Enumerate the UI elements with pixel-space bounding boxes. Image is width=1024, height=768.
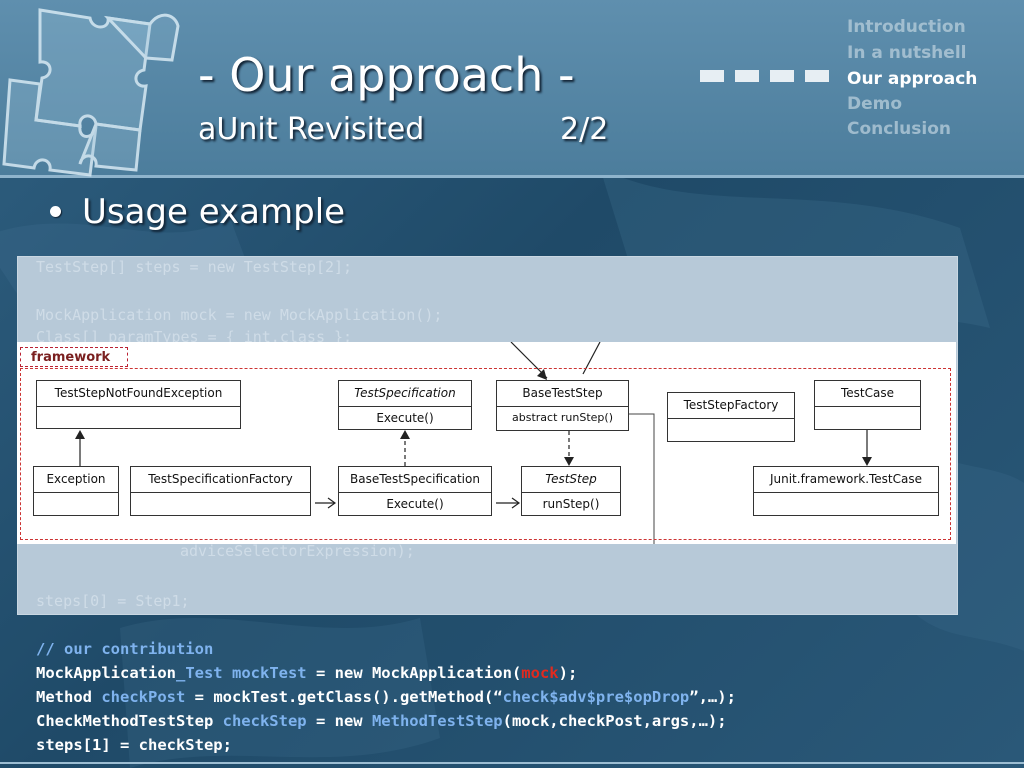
code-token: mock (521, 664, 559, 682)
package-frame (20, 368, 951, 540)
uml-class-junitTestCase: Junit.framework.TestCase (753, 466, 939, 516)
puzzle-logo-icon (2, 8, 180, 177)
class-name: TestSpecification (339, 381, 471, 407)
class-operation: abstract runStep() (512, 411, 613, 424)
class-name: Exception (34, 467, 118, 493)
code-token: = new (306, 712, 372, 730)
class-name: TestStepNotFoundException (37, 381, 240, 407)
footer-divider (0, 762, 1024, 764)
class-name: BaseTestSpecification (339, 467, 491, 493)
class-name: BaseTestStep (497, 381, 628, 407)
nav-item-our-approach[interactable]: Our approach (847, 69, 978, 89)
code-token: Method (36, 688, 102, 706)
uml-class-testSpecification: TestSpecification Execute() (338, 380, 472, 430)
code-line: Method checkPost = mockTest.getClass().g… (36, 685, 736, 709)
code-line: CheckMethodTestStep checkStep = new Meth… (36, 709, 736, 733)
code-line: Class[] paramTypes = { int.class }; (36, 328, 353, 346)
slide-title: - Our approach - (198, 48, 575, 102)
code-token: = mockTest.getClass().getMethod(“ (185, 688, 503, 706)
code-line: steps[0] = Step1; (36, 592, 190, 610)
code-token: (mock,checkPost,args,…); (502, 712, 727, 730)
code-token: MockApplication (36, 664, 176, 682)
class-operation: Execute() (386, 497, 444, 511)
code-token: ”,…); (689, 688, 736, 706)
code-line: MockApplication_Test mockTest = new Mock… (36, 661, 736, 685)
code-token: MethodTestStep (371, 712, 503, 730)
code-token: _Test (175, 664, 223, 682)
class-operation: runStep() (542, 497, 600, 511)
slide-subtitle: aUnit Revisited (198, 112, 425, 147)
progress-square (805, 70, 829, 82)
code-token: ); (558, 664, 578, 682)
uml-class-testSpecificationFactory: TestSpecificationFactory (130, 466, 311, 516)
slide-page-indicator: 2/2 (560, 112, 609, 147)
class-name: TestCase (815, 381, 920, 407)
code-line: adviceSelectorExpression); (180, 542, 415, 560)
progress-square (700, 70, 724, 82)
uml-class-baseTestSpecification: BaseTestSpecification Execute() (338, 466, 492, 516)
nav-item-in-a-nutshell[interactable]: In a nutshell (847, 43, 967, 63)
code-token: CheckMethodTestStep (36, 712, 223, 730)
uml-class-testStep: TestStep runStep() (521, 466, 621, 516)
package-label: framework (20, 347, 128, 367)
code-token: checkStep (222, 712, 307, 730)
header-band (0, 0, 1024, 175)
progress-square (770, 70, 794, 82)
uml-diagram: framework TestStepNotFoundException Test… (17, 342, 956, 544)
code-token: = new MockApplication( (306, 664, 522, 682)
progress-square (735, 70, 759, 82)
code-token: check$adv$pre$opDrop (502, 688, 690, 706)
code-token: checkPost (101, 688, 186, 706)
code-comment: // our contribution (36, 640, 214, 658)
header-divider (0, 175, 1024, 178)
code-line: steps[1] = checkStep; (36, 736, 232, 754)
nav-item-introduction[interactable]: Introduction (847, 17, 966, 37)
uml-class-testStepNotFoundException: TestStepNotFoundException (36, 380, 241, 429)
class-name: TestSpecificationFactory (131, 467, 310, 493)
class-name: TestStep (522, 467, 620, 493)
code-line: MockApplication mock = new MockApplicati… (36, 306, 443, 324)
code-token: mockTest (222, 664, 307, 682)
code-line: TestStep[] steps = new TestStep[2]; (36, 258, 353, 276)
class-name: TestStepFactory (668, 393, 794, 419)
uml-class-baseTestStep: BaseTestStep abstract runStep() (496, 380, 629, 431)
bullet-dot-icon (50, 206, 61, 217)
uml-class-exception: Exception (33, 466, 119, 516)
uml-class-testCase: TestCase (814, 380, 921, 430)
nav-item-conclusion[interactable]: Conclusion (847, 119, 951, 139)
bullet-text: Usage example (82, 192, 346, 232)
contribution-code: // our contribution MockApplication_Test… (36, 637, 736, 757)
class-operation: Execute() (376, 411, 434, 425)
nav-item-demo[interactable]: Demo (847, 94, 903, 114)
uml-class-testStepFactory: TestStepFactory (667, 392, 795, 442)
class-name: Junit.framework.TestCase (754, 467, 938, 493)
